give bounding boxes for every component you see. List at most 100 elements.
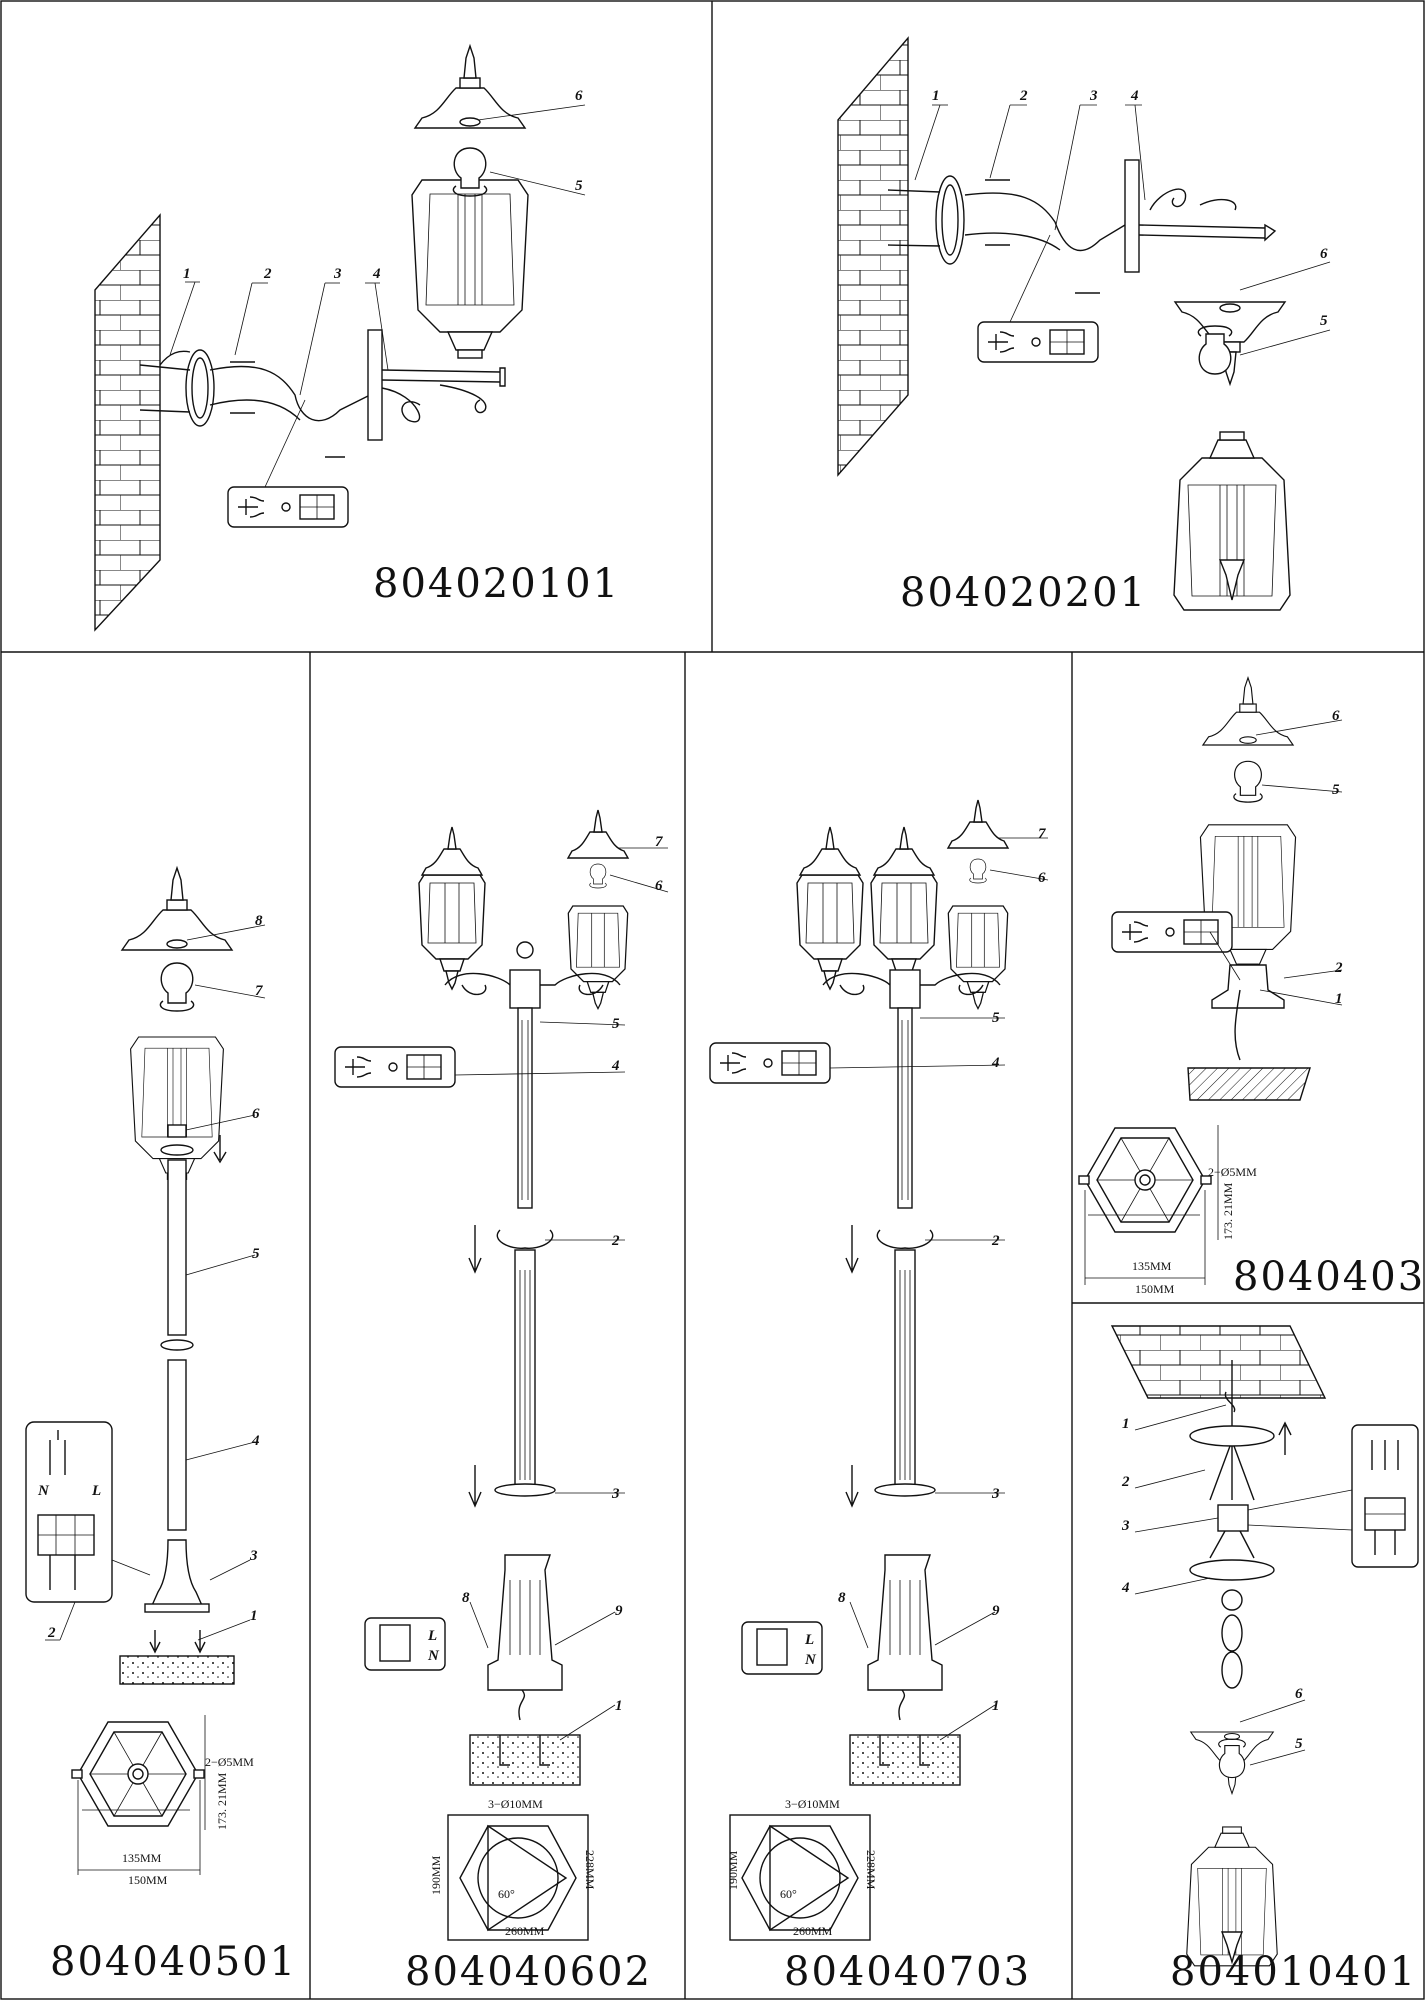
wiring-callout: L N (364, 1617, 446, 1671)
rotate-arrow (496, 1229, 554, 1249)
pillar-base (1211, 964, 1285, 1009)
label-3: 3 (991, 1486, 1000, 1502)
pole-base (148, 1539, 206, 1611)
direction-arrow (213, 1135, 227, 1164)
lamp-arm (367, 329, 506, 441)
label-4: 4 (1130, 88, 1139, 104)
label-2: 2 (1019, 88, 1028, 104)
svg-text:228MM: 228MM (583, 1850, 597, 1890)
model-code: 804040301 (1233, 1254, 1425, 1300)
label-9: 9 (992, 1603, 1000, 1619)
panel-804020201: 1 2 3 4 5 6 804020201 (837, 36, 1331, 616)
label-9: 9 (615, 1603, 623, 1619)
panel-804010401: 1 2 3 4 5 6 804010401 (1110, 1325, 1419, 1995)
concrete-footing (469, 1734, 581, 1786)
panel-804040301: 135MM 150MM 2−Ø5MM 173. 21MM 1 2 5 6 804… (1078, 677, 1425, 1300)
model-code: 804040602 (405, 1949, 652, 1995)
cap-left (799, 826, 861, 876)
part-labels: 1 2 3 4 5 6 (914, 88, 1331, 356)
dimension-lines: 135MM 150MM 2−Ø5MM 173. 21MM (1084, 1125, 1257, 1296)
label-1: 1 (992, 1698, 1000, 1714)
label-5: 5 (612, 1016, 620, 1032)
label-2: 2 (991, 1233, 1000, 1249)
label-3: 3 (611, 1486, 620, 1502)
label-3: 3 (1121, 1518, 1130, 1534)
lantern-body (130, 1036, 224, 1180)
label-8: 8 (838, 1590, 846, 1606)
wall-section (837, 36, 909, 477)
crossarm (444, 941, 621, 1009)
anchor-template: 3−Ø10MM 190MM 228MM 260MM 60° (726, 1797, 878, 1941)
label-2: 2 (263, 266, 272, 282)
ground-base (119, 1655, 235, 1685)
svg-text:60°: 60° (780, 1887, 797, 1901)
cap-left (421, 826, 483, 876)
terminal-block-3 (1217, 1504, 1249, 1532)
label-6: 6 (575, 88, 583, 104)
label-5: 5 (1332, 782, 1340, 798)
ceiling-plate-4 (1189, 1559, 1275, 1581)
panel-804020101: 1 2 3 4 5 6 804020101 (94, 45, 620, 632)
crossarm (822, 969, 1001, 1009)
dim-screws: 2−Ø5MM (1208, 1165, 1257, 1179)
svg-text:L: L (91, 1483, 101, 1499)
cap-7 (947, 799, 1009, 849)
part-labels: 1 2 3 4 5 6 (1121, 1404, 1306, 1766)
svg-text:228MM: 228MM (864, 1850, 878, 1890)
anchor-template: 3−Ø10MM 190MM 228MM 260MM 60° (429, 1797, 597, 1941)
lantern-finial (1218, 559, 1246, 601)
label-6: 6 (655, 878, 663, 894)
label-2: 2 (1121, 1474, 1130, 1490)
label-2: 2 (1334, 960, 1343, 976)
label-3: 3 (249, 1548, 258, 1564)
label-2: 2 (47, 1625, 56, 1641)
model-code: 804020101 (373, 561, 620, 607)
post-base (867, 1554, 943, 1691)
label-1: 1 (932, 88, 940, 104)
callout-leader (264, 399, 306, 488)
bulb-6 (589, 863, 607, 889)
model-code: 804040703 (784, 1949, 1031, 1995)
rotate-arrow (876, 1229, 934, 1249)
dimension-lines: 135MM 150MM 2−Ø5MM 173. 21MM (77, 1715, 254, 1887)
label-1: 1 (1335, 991, 1343, 1007)
part-labels: 1 2 5 6 (1255, 708, 1343, 1007)
svg-text:3−Ø10MM: 3−Ø10MM (488, 1797, 543, 1811)
label-5: 5 (1320, 313, 1328, 329)
label-4: 4 (991, 1055, 1000, 1071)
wall-mount-plate (139, 349, 371, 427)
pole-section-5 (167, 1159, 187, 1336)
hex-base-dimension (1078, 1127, 1212, 1233)
svg-text:N: N (804, 1652, 817, 1668)
svg-text:190MM: 190MM (429, 1855, 443, 1895)
dim-inner: 135MM (122, 1851, 162, 1865)
canopy-2 (1189, 1425, 1275, 1447)
cap-center (873, 826, 935, 876)
svg-text:260MM: 260MM (793, 1924, 833, 1938)
part-labels: 1 2 3 4 5 6 (169, 88, 586, 396)
wiring-connector-callout (334, 1046, 456, 1088)
ceiling-section (1110, 1325, 1327, 1399)
wiring-connector-callout (709, 1042, 831, 1084)
label-6: 6 (1295, 1686, 1303, 1702)
wiring-callout (1351, 1424, 1419, 1568)
label-7: 7 (255, 983, 263, 999)
label-4: 4 (251, 1433, 260, 1449)
ground-surface (1187, 1067, 1311, 1101)
wiring-callout: L N (741, 1621, 823, 1675)
lantern-body (411, 179, 529, 359)
dim-outer: 150MM (1135, 1282, 1175, 1296)
part-labels: 1 2 3 4 5 6 7 8 9 (454, 834, 669, 1741)
wiring-connector-callout (1111, 911, 1233, 953)
label-7: 7 (1038, 826, 1046, 842)
label-8: 8 (462, 1590, 470, 1606)
svg-text:L: L (427, 1628, 437, 1644)
wall-mount-plate (887, 175, 1126, 265)
label-1: 1 (183, 266, 191, 282)
label-3: 3 (1089, 88, 1098, 104)
